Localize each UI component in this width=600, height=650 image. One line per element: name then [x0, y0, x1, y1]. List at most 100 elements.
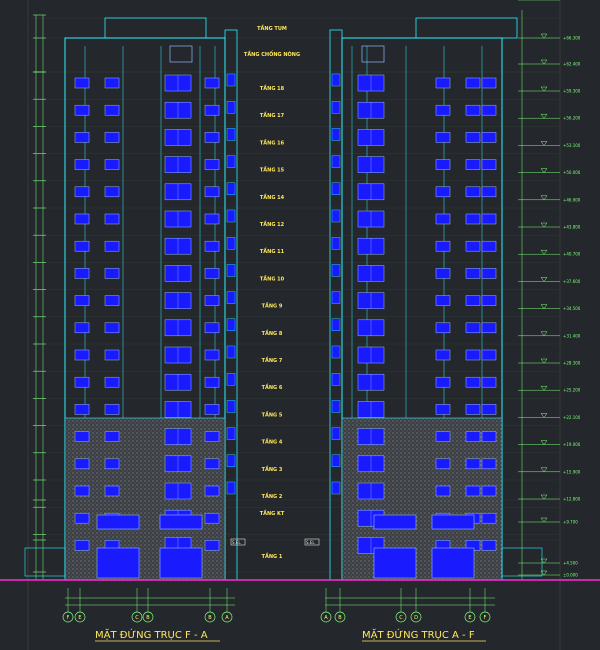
floor-label: TẦNG 14 [260, 192, 285, 201]
window-small [204, 349, 220, 361]
elevation-value: +19.000 [563, 442, 581, 447]
window-small [204, 132, 220, 143]
stair-window [226, 481, 236, 495]
window-small [435, 376, 451, 388]
window-small [465, 349, 481, 361]
window-small [435, 485, 451, 497]
stair-window [331, 128, 341, 141]
window-small [435, 322, 451, 334]
window-small [74, 295, 90, 306]
elevation-value: +56.200 [563, 116, 581, 121]
window-small [74, 376, 90, 388]
window-small [74, 349, 90, 361]
elev-marker [540, 168, 548, 174]
window-small [74, 322, 90, 334]
axis-label: E [468, 615, 471, 621]
window-small [204, 77, 220, 89]
axis-label: F [67, 615, 70, 621]
window-small [104, 186, 120, 198]
elev-marker [540, 517, 548, 523]
window-small [481, 485, 497, 497]
stair-window [226, 73, 236, 87]
stair-window [331, 373, 341, 386]
elevation-value: +9.700 [563, 520, 578, 525]
floor-label: TẦNG 18 [260, 83, 285, 92]
window-small [481, 512, 497, 524]
stair-window [226, 128, 236, 141]
left-dimension-chain [33, 14, 46, 581]
window-small [74, 159, 90, 170]
stair-window [226, 155, 236, 168]
elevation-value: ±0.000 [563, 573, 578, 578]
elev-marker [540, 113, 548, 119]
floor-label: TẦNG 10 [260, 273, 285, 282]
stair-window [226, 182, 236, 196]
stair-window [331, 454, 341, 467]
window-small [435, 431, 451, 442]
elevation-value: +25.200 [563, 388, 581, 393]
window-small [74, 132, 90, 143]
stair-window [226, 454, 236, 467]
stair-window [226, 373, 236, 386]
window-small [435, 104, 451, 116]
window-small [481, 404, 497, 415]
window-small [481, 268, 497, 279]
window-small [465, 240, 481, 252]
roof-window [361, 45, 385, 63]
window-small [465, 77, 481, 89]
floor-label: TẦNG 17 [260, 110, 285, 119]
storefront-lower [431, 547, 475, 579]
window-small [465, 295, 481, 306]
stair-window [226, 209, 236, 223]
floor-label: TẦNG KT [260, 508, 285, 517]
window-small [204, 485, 220, 497]
elevation-value: +15.900 [563, 469, 581, 474]
floor-label: TẦNG 12 [260, 219, 285, 228]
window-small [204, 404, 220, 415]
floor-label: TẦNG 9 [262, 301, 283, 310]
stair-window [226, 100, 236, 114]
elevation-value: +53.100 [563, 143, 581, 148]
window-small [74, 431, 90, 442]
window-small [204, 268, 220, 279]
window-small [204, 540, 220, 551]
window-small [204, 431, 220, 442]
stair-window [331, 100, 341, 114]
stair-window [331, 345, 341, 359]
axis-label: B [146, 615, 150, 621]
window-small [481, 431, 497, 442]
axis-label: B [338, 615, 342, 621]
stair-window [226, 264, 236, 277]
stair-window [331, 481, 341, 495]
window-small [74, 213, 90, 225]
stair-window [331, 236, 341, 250]
window-small [74, 404, 90, 415]
axis-bubble [74, 611, 86, 623]
axis-bubble [334, 611, 346, 623]
elevation-value: +4.500 [563, 561, 578, 566]
window-small [435, 404, 451, 415]
floor-label: TẦNG 1 [262, 551, 283, 560]
elev-marker [540, 494, 548, 500]
stair-tag-right-box [304, 538, 320, 546]
building-right [329, 17, 543, 581]
window-small [481, 376, 497, 388]
window-small [104, 159, 120, 170]
stair-tag-left-box [230, 538, 246, 546]
window-small [481, 213, 497, 225]
window-small [104, 376, 120, 388]
axis-label: C [399, 615, 403, 621]
window-small [74, 540, 90, 551]
stair-window [331, 291, 341, 304]
stair-window [331, 427, 341, 440]
window-small [104, 213, 120, 225]
stair-window [331, 318, 341, 331]
right-elevation-title: MẶT ĐỨNG TRỤC A - F [362, 628, 475, 641]
axis-label: C [135, 615, 139, 621]
window-small [435, 132, 451, 143]
bottom-dimensions [65, 597, 495, 606]
window-small [204, 213, 220, 225]
window-small [204, 159, 220, 170]
window-small [481, 186, 497, 198]
window-small [435, 240, 451, 252]
